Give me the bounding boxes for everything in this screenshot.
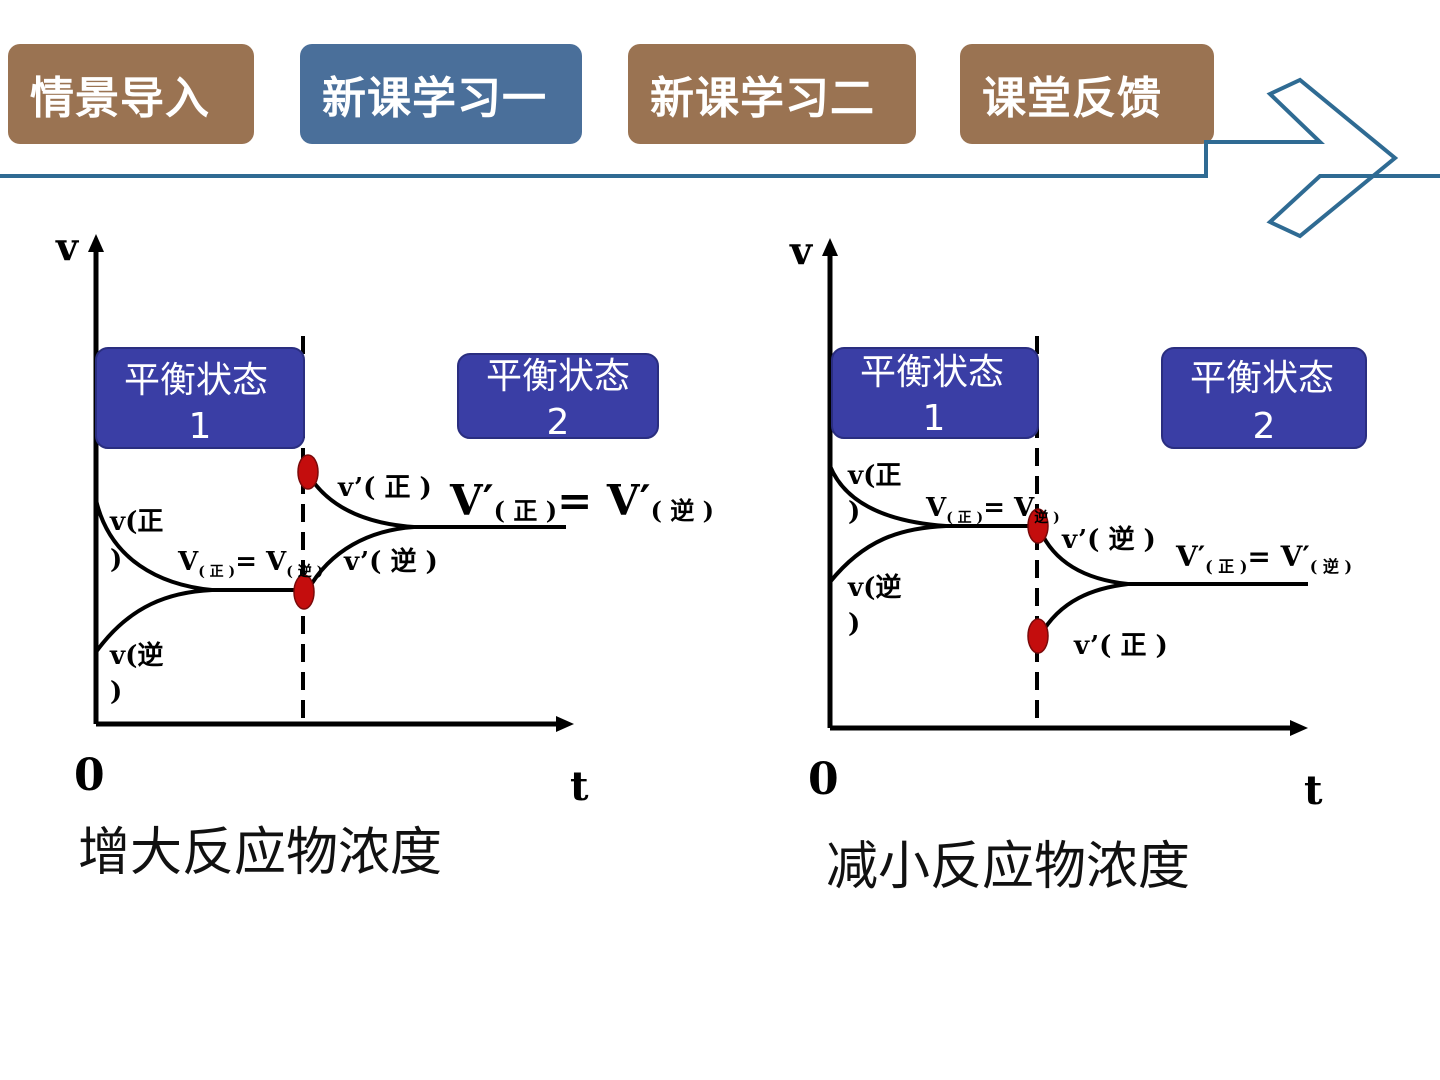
state-1-line1: 平衡状态 <box>860 352 1004 393</box>
equilibrium-state-2-box <box>457 353 659 439</box>
y-axis-arrow-icon <box>822 238 838 256</box>
state-2-line1: 平衡状态 <box>1190 358 1334 399</box>
x-axis-label: t <box>570 763 589 810</box>
origin-label: 0 <box>74 750 105 801</box>
v-reverse-label: v(逆 ) <box>109 640 173 707</box>
tab-label: 情景导入 <box>30 73 210 124</box>
tab-label: 新课学习二 <box>650 73 875 124</box>
jump-marker-reverse <box>1027 508 1049 544</box>
tab-label: 新课学习一 <box>322 73 547 124</box>
timeline-arrow <box>0 77 1440 239</box>
y-axis-arrow-icon <box>88 234 104 252</box>
caption-increase-concentration: 增大反应物浓度 <box>78 823 443 883</box>
v-prime-reverse-label: v’( 逆 ) <box>343 546 438 577</box>
equal-rate-label-1: V( 正 )= V逆 ) <box>925 493 1060 526</box>
y-axis-label: v <box>55 224 80 269</box>
v-forward-curve <box>828 465 947 528</box>
x-axis-label: t <box>1304 767 1323 814</box>
x-axis-arrow-icon <box>1290 720 1308 736</box>
jump-marker-forward <box>297 454 319 490</box>
v-prime-forward-curve <box>1038 582 1129 637</box>
state-1-line1: 平衡状态 <box>124 360 268 401</box>
timeline-line <box>0 77 1440 239</box>
v-prime-forward-curve <box>306 472 415 529</box>
state-2-line1: 平衡状态 <box>486 356 630 397</box>
equal-rate-label-1: V( 正 )= V( 逆 ) <box>177 547 323 580</box>
state-2-line2: 2 <box>547 402 570 443</box>
v-forward-label: v(正 ) <box>847 461 911 527</box>
tab-label: 课堂反馈 <box>982 73 1162 124</box>
tab-new-lesson-1[interactable]: 新课学习一 <box>300 44 582 144</box>
tab-class-feedback[interactable]: 课堂反馈 <box>960 44 1214 144</box>
equal-rate-label-2: V′( 正 )= V′( 逆 ) <box>449 476 714 525</box>
origin-label: 0 <box>808 754 839 805</box>
jump-marker-reverse <box>293 574 315 610</box>
state-1-line2: 1 <box>923 398 946 439</box>
v-reverse-curve <box>828 524 947 584</box>
v-prime-forward-label: v’( 正 ) <box>1073 631 1168 661</box>
tab-situation-intro[interactable]: 情景导入 <box>8 44 254 144</box>
tab-new-lesson-2[interactable]: 新课学习二 <box>628 44 916 144</box>
v-prime-reverse-curve <box>1038 529 1129 586</box>
v-reverse-curve <box>94 588 213 654</box>
v-prime-reverse-label: v’( 逆 ) <box>1061 524 1156 555</box>
v-forward-label: v(正 ) <box>109 507 173 575</box>
v-reverse-label: v(逆 ) <box>847 572 911 639</box>
equilibrium-state-1-box <box>831 347 1039 439</box>
caption-decrease-concentration: 减小反应物浓度 <box>826 837 1191 897</box>
y-axis-label: v <box>789 228 814 273</box>
equilibrium-state-1-box <box>95 347 305 449</box>
jump-marker-forward <box>1027 618 1049 654</box>
state-1-line2: 1 <box>189 406 212 447</box>
v-prime-reverse-curve <box>306 525 415 591</box>
equilibrium-state-2-box <box>1161 347 1367 449</box>
equal-rate-label-2: V′( 正 )= V′( 逆 ) <box>1175 540 1352 576</box>
v-prime-forward-label: v’( 正 ) <box>337 473 432 503</box>
x-axis-arrow-icon <box>556 716 574 732</box>
v-forward-curve <box>94 499 213 592</box>
state-2-line2: 2 <box>1253 406 1276 447</box>
